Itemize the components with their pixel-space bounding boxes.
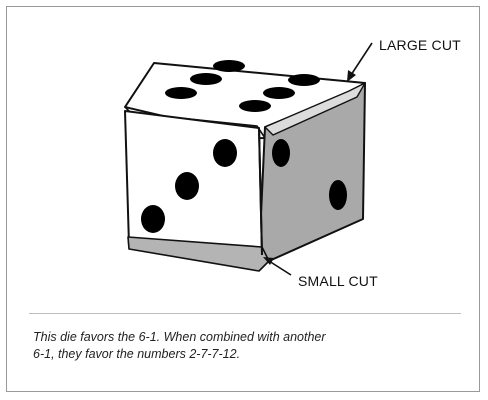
- pip: [239, 100, 271, 112]
- pip: [190, 73, 222, 85]
- pip: [329, 180, 347, 210]
- pip: [141, 205, 165, 233]
- pip: [213, 139, 237, 167]
- pip: [213, 60, 245, 72]
- large-cut-callout-arrow: [347, 43, 372, 82]
- caption-line-1: This die favors the 6-1. When combined w…: [33, 330, 326, 344]
- caption-divider: [29, 313, 461, 314]
- pip: [165, 87, 197, 99]
- small-cut-label: SMALL CUT: [298, 273, 378, 289]
- small-cut-callout-arrow: [263, 257, 291, 275]
- large-cut-label: LARGE CUT: [379, 37, 461, 53]
- figure-frame: LARGE CUT SMALL CUT This die favors the …: [6, 6, 480, 392]
- pip: [272, 139, 290, 167]
- pip: [288, 74, 320, 86]
- figure-caption: This die favors the 6-1. When combined w…: [33, 329, 453, 363]
- pip: [263, 87, 295, 99]
- pip: [175, 172, 199, 200]
- caption-line-2: 6-1, they favor the numbers 2-7-7-12.: [33, 347, 240, 361]
